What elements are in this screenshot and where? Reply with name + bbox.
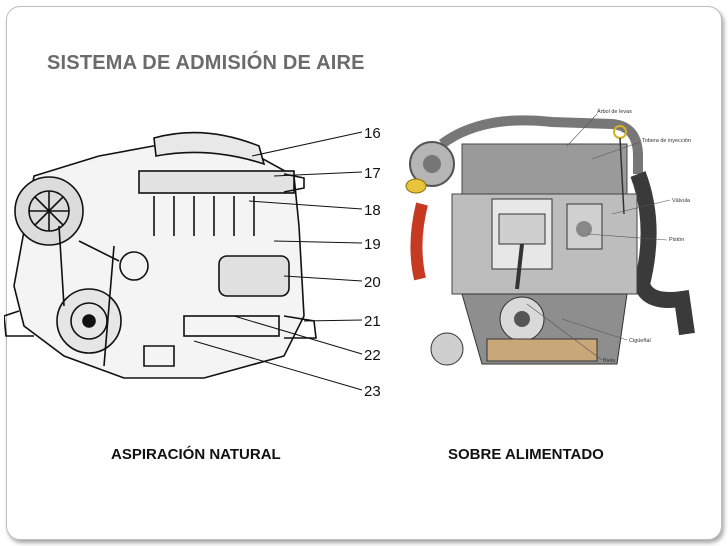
callout-22: 22 <box>364 347 381 364</box>
callout-18: 18 <box>364 202 381 219</box>
label-connecting-rod: Biela <box>603 358 616 364</box>
natural-aspiration-engine-figure: 16 17 18 19 20 21 22 23 <box>4 116 396 412</box>
label-crankshaft: Cigüeñal <box>629 338 651 344</box>
callout-21: 21 <box>364 313 381 330</box>
callout-19: 19 <box>364 236 381 253</box>
caption-turbocharged: SOBRE ALIMENTADO <box>448 446 604 463</box>
engine-line-drawing: 16 17 18 19 20 21 22 23 <box>4 125 381 400</box>
label-camshaft: Árbol de levas <box>597 108 632 115</box>
label-injector: Tobera de inyección <box>642 138 691 144</box>
callout-23: 23 <box>364 383 381 400</box>
callout-17: 17 <box>364 165 381 182</box>
turbocharged-engine-figure: Árbol de levas Tobera de inyección Válvu… <box>402 104 724 394</box>
label-valve: Válvula <box>672 198 691 204</box>
callout-20: 20 <box>364 274 381 291</box>
slide-title: SISTEMA DE ADMISIÓN DE AIRE <box>47 52 365 74</box>
caption-natural-aspiration: ASPIRACIÓN NATURAL <box>111 446 281 463</box>
engine-cutaway-illustration: Árbol de levas Tobera de inyección Válvu… <box>405 108 695 366</box>
callout-16: 16 <box>364 125 381 142</box>
label-piston: Pistón <box>669 237 684 243</box>
